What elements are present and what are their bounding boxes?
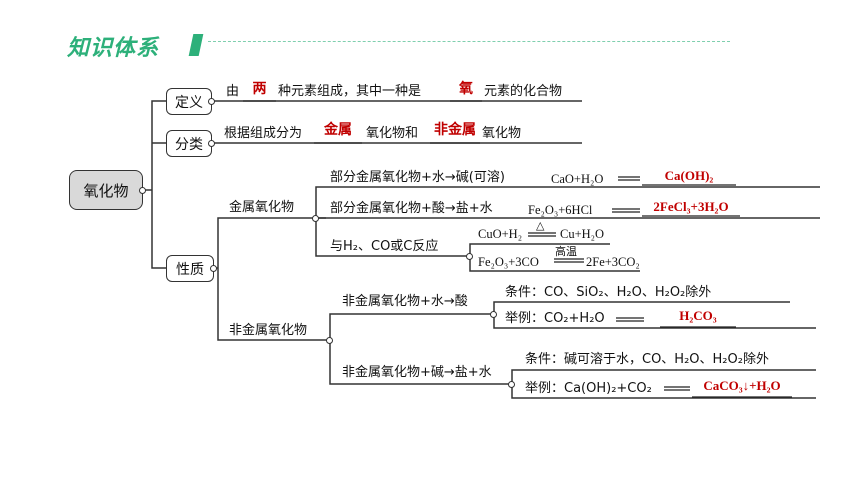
node-classification: 分类 <box>166 130 212 157</box>
nonmetal-base-text: 非金属氧化物+碱→盐+水 <box>342 365 492 380</box>
reduction-eq2-condition: 高温 <box>555 245 577 258</box>
definition-text-3: 元素的化合物 <box>484 84 563 99</box>
root-node-oxide: 氧化物 <box>69 170 143 210</box>
definition-answer-2: 氧 <box>459 81 473 97</box>
metal-oxide-water-text: 部分金属氧化物+水→碱(可溶) <box>330 170 505 185</box>
connector-dot <box>466 253 473 260</box>
definition-text-1: 由 <box>226 84 240 99</box>
node-properties: 性质 <box>166 255 214 282</box>
metal-oxide-label: 金属氧化物 <box>229 200 295 215</box>
definition-text-2: 种元素组成，其中一种是 <box>278 84 422 99</box>
connector-dot <box>312 215 319 222</box>
nonmetal-base-example: 举例：Ca(OH)₂+CO₂ <box>525 381 652 396</box>
reduction-eq1-condition: △ <box>536 220 545 232</box>
metal-oxide-acid-answer: 2FeCl₃+3H₂O <box>653 199 729 214</box>
connector-dot <box>208 98 215 105</box>
nonmetal-base-condition: 条件：碱可溶于水，CO、H₂O、H₂O₂除外 <box>525 352 769 367</box>
connector-dot <box>208 140 215 147</box>
nonmetal-oxide-label: 非金属氧化物 <box>229 323 308 338</box>
nonmetal-base-answer: CaCO₃↓+H₂O <box>703 378 781 393</box>
metal-oxide-water-answer: Ca(OH)₂ <box>664 168 714 183</box>
nonmetal-water-example: 举例：CO₂+H₂O <box>505 311 605 326</box>
reduction-eq2-left: Fe₂O₃+3CO <box>478 255 539 269</box>
reduction-eq2-right: 2Fe+3CO₂ <box>586 255 640 269</box>
connector-dot <box>210 265 217 272</box>
title-divider <box>208 41 730 42</box>
metal-oxide-acid-equation: Fe₂O₃+6HCl <box>528 203 593 217</box>
classification-answer-1: 金属 <box>324 122 352 138</box>
classification-text-2: 氧化物和 <box>366 126 419 141</box>
nonmetal-water-answer: H₂CO₃ <box>679 308 717 323</box>
section-title: 知识体系 <box>67 36 160 61</box>
definition-answer-1: 两 <box>252 81 267 97</box>
classification-answer-2: 非金属 <box>434 122 476 138</box>
metal-oxide-water-equation: CaO+H₂O <box>551 172 604 186</box>
classification-text-3: 氧化物 <box>482 126 522 141</box>
metal-oxide-reduction-text: 与H₂、CO或C反应 <box>330 239 439 254</box>
nonmetal-water-condition: 条件：CO、SiO₂、H₂O、H₂O₂除外 <box>505 285 712 300</box>
connector-dot <box>490 311 497 318</box>
nonmetal-water-text: 非金属氧化物+水→酸 <box>342 294 468 309</box>
node-definition: 定义 <box>166 88 212 115</box>
connector-dot <box>139 187 146 194</box>
classification-text-1: 根据组成分为 <box>224 126 303 141</box>
connector-dot <box>326 337 333 344</box>
metal-oxide-acid-text: 部分金属氧化物+酸→盐+水 <box>330 201 493 216</box>
reduction-eq1-right: Cu+H₂O <box>560 227 605 241</box>
connector-dot <box>508 381 515 388</box>
reduction-eq1-left: CuO+H₂ <box>478 227 523 241</box>
